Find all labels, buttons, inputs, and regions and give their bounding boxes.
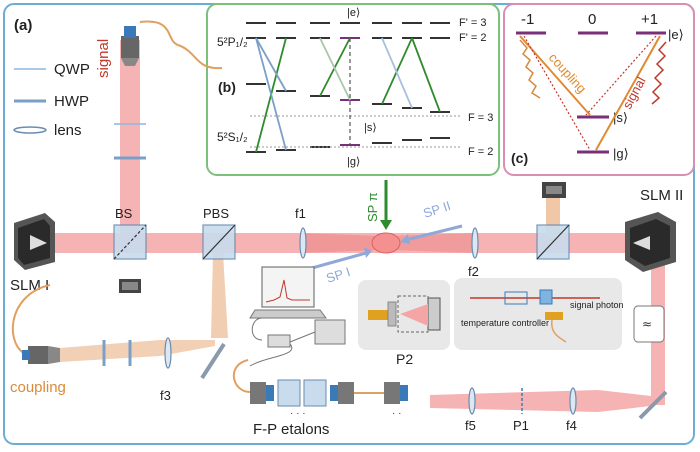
temperature-controller-label: temperature controller bbox=[461, 318, 549, 328]
sp-two-arrow bbox=[405, 224, 463, 242]
svg-text:≈: ≈ bbox=[642, 317, 652, 331]
signal-arrow bbox=[595, 35, 661, 151]
f3-label-b: F = 3 bbox=[468, 112, 493, 124]
lens-f2 bbox=[471, 227, 479, 259]
fp-etalons: · · · · · bbox=[250, 379, 408, 419]
s-state-label: 5²S₁/₂ bbox=[217, 130, 248, 144]
lens-f3 bbox=[164, 337, 172, 369]
bs-label: BS bbox=[115, 206, 133, 221]
s-ket-b: |s⟩ bbox=[364, 122, 377, 134]
lens-f4 bbox=[569, 387, 577, 415]
transition-7 bbox=[255, 37, 287, 151]
lens-f5 bbox=[468, 387, 476, 415]
mirror-left bbox=[200, 342, 226, 380]
panel-b-frame bbox=[206, 3, 500, 176]
m-minus-label: -1 bbox=[521, 11, 534, 28]
coupling-label: coupling bbox=[10, 379, 66, 396]
m-plus-label: +1 bbox=[641, 11, 658, 28]
e-ket-b: |e⟩ bbox=[347, 7, 360, 19]
f2-label: f2 bbox=[468, 264, 479, 279]
atomic-cloud bbox=[371, 232, 401, 254]
lens-f1 bbox=[299, 227, 307, 259]
panel-c-frame bbox=[503, 3, 695, 176]
f-prime-3-label: F' = 3 bbox=[459, 17, 486, 29]
level-diagram bbox=[246, 22, 460, 153]
slm-one bbox=[14, 213, 55, 270]
g-ket-b: |g⟩ bbox=[347, 156, 360, 168]
transition-3 bbox=[319, 37, 351, 101]
m-zero-label: 0 bbox=[588, 11, 596, 28]
slm-two-label: SLM II bbox=[640, 187, 683, 204]
f1-label: f1 bbox=[295, 206, 306, 221]
coupling-wave bbox=[519, 39, 541, 99]
signal-photon-label: signal photon bbox=[570, 300, 624, 310]
p1-label: P1 bbox=[513, 418, 529, 433]
legend-hwp: HWP bbox=[54, 93, 89, 110]
mirror-right bbox=[638, 390, 668, 420]
etalons-label: F-P etalons bbox=[253, 421, 329, 438]
f3-label: f3 bbox=[160, 388, 171, 403]
coupling-arrow bbox=[519, 35, 591, 116]
signal-label: signal bbox=[95, 39, 112, 78]
p2-label: P2 bbox=[396, 351, 413, 367]
sp-one-label: SP I bbox=[324, 264, 352, 286]
e-ket-c: |e⟩ bbox=[668, 27, 684, 42]
svg-text:· ·: · · bbox=[392, 408, 401, 419]
coupling-coupler bbox=[22, 346, 60, 364]
legend-lens: lens bbox=[54, 122, 82, 139]
fiber-connector-right bbox=[633, 305, 665, 343]
svg-text:· · ·: · · · bbox=[290, 408, 306, 419]
legend: QWP HWP lens bbox=[13, 61, 90, 139]
transition-5 bbox=[381, 37, 413, 109]
f5-label: f5 bbox=[465, 418, 476, 433]
sp-one-arrow bbox=[311, 251, 367, 270]
g-ket-c: |g⟩ bbox=[613, 146, 629, 161]
transition-6 bbox=[411, 37, 441, 113]
panel-c-label: (c) bbox=[511, 150, 528, 166]
signal-coupler bbox=[121, 26, 139, 66]
slm-two bbox=[625, 212, 676, 272]
panel-b-label: (b) bbox=[218, 79, 236, 95]
p-state-label: 5²P₁/₂ bbox=[217, 35, 248, 49]
f2-label-b: F = 2 bbox=[468, 146, 493, 158]
computer bbox=[249, 266, 346, 367]
transition-1 bbox=[255, 37, 287, 92]
pbs-label: PBS bbox=[203, 206, 229, 221]
slm-one-label: SLM I bbox=[10, 277, 49, 294]
f4-label: f4 bbox=[566, 418, 577, 433]
legend-qwp: QWP bbox=[54, 61, 90, 78]
panel-a-label: (a) bbox=[14, 17, 32, 34]
f-prime-2-label: F' = 2 bbox=[459, 32, 486, 44]
sp-pi-label: SP π bbox=[365, 192, 380, 222]
signal-wave bbox=[651, 41, 667, 105]
temperature-inset bbox=[454, 278, 622, 350]
